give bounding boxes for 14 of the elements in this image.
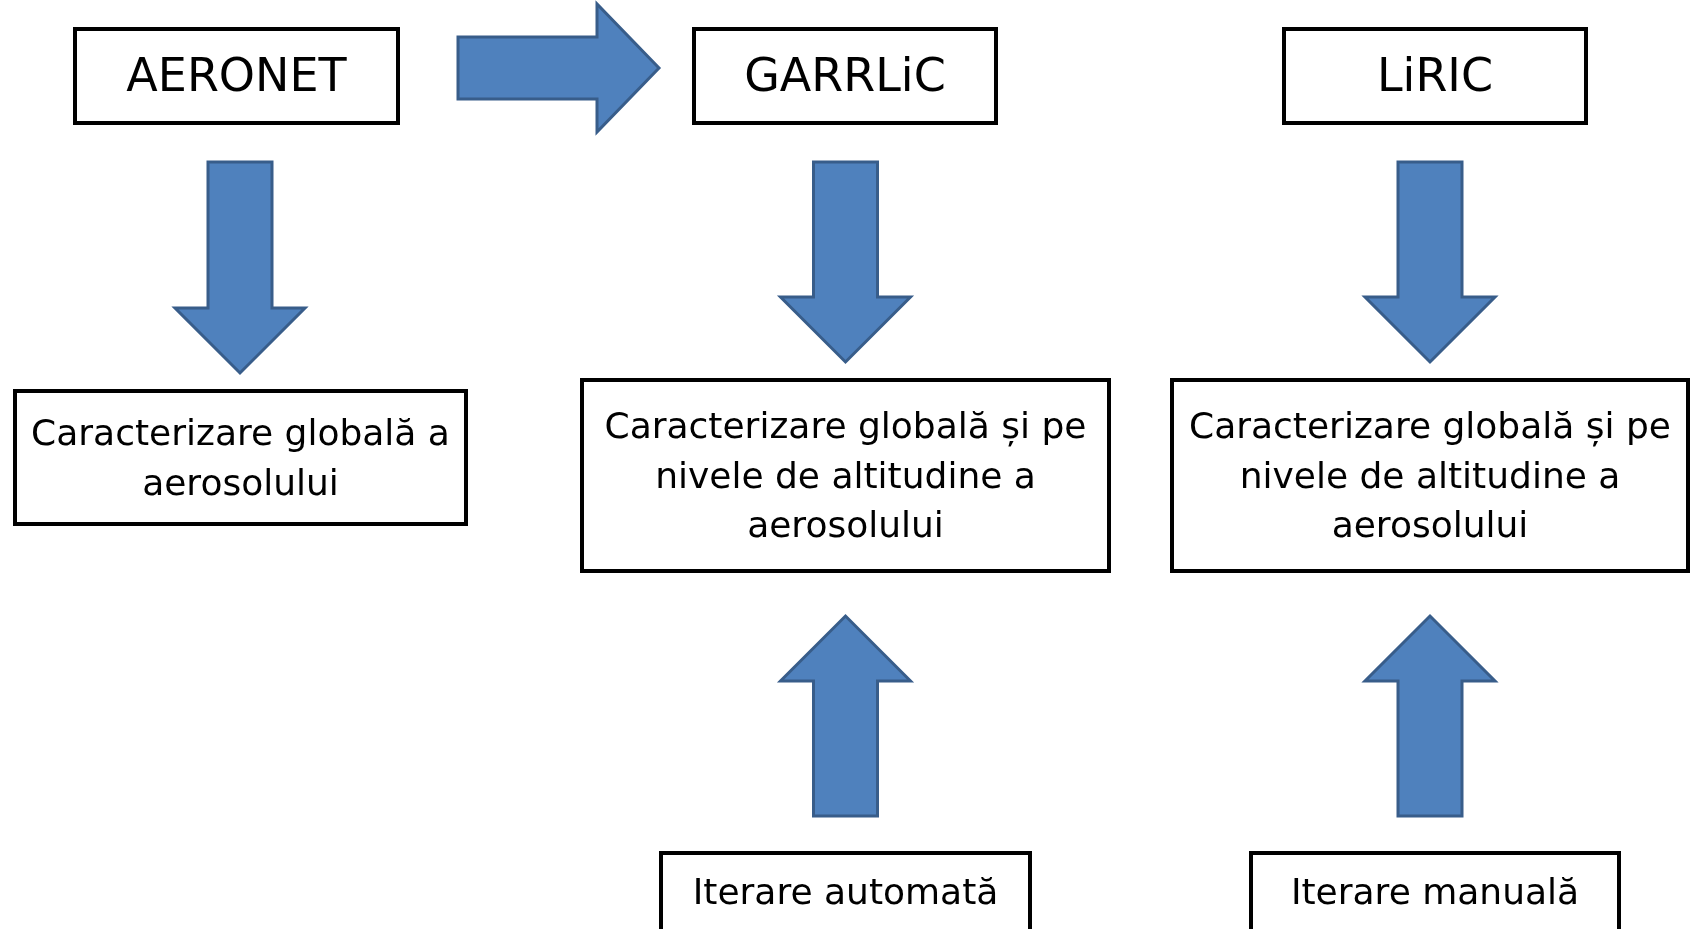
text-box: Caracterizare globală și pe nivele de altitudine a aerosolului <box>580 378 1111 573</box>
block-arrow <box>171 160 309 376</box>
text-box: GARRLiC <box>692 27 998 125</box>
text-box: Iterare automată <box>659 851 1032 929</box>
text-box: LiRIC <box>1282 27 1588 125</box>
block-arrow <box>776 160 915 365</box>
text-box: Caracterizare globală a aerosolului <box>13 389 468 526</box>
block-arrow <box>1361 160 1499 365</box>
block-arrow <box>456 0 662 136</box>
text-box: Caracterizare globală și pe nivele de altitudine a aerosolului <box>1170 378 1690 573</box>
block-arrow <box>1361 613 1499 818</box>
block-arrow <box>776 613 915 818</box>
text-box: AERONET <box>73 27 400 125</box>
text-box: Iterare manuală <box>1249 851 1621 929</box>
